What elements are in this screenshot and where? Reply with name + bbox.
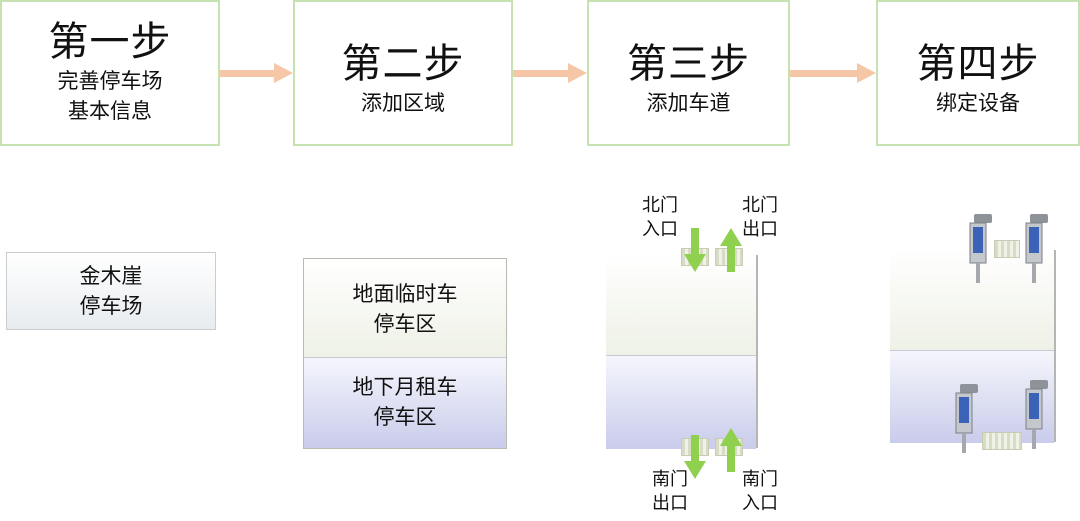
devices-top-area: [890, 250, 1054, 350]
south-entry-line-1: 南门: [742, 469, 778, 490]
areas-box: 地面临时车 停车区 地下月租车 停车区: [303, 258, 507, 449]
arrow-up-icon: [720, 428, 742, 472]
step-1-title: 第一步: [48, 19, 172, 65]
north-entry-label: 北门 入口: [642, 194, 678, 242]
south-entry-line-2: 入口: [742, 493, 778, 514]
lanes-box: [606, 255, 758, 449]
south-entry-label: 南门 入口: [742, 468, 778, 516]
step-1-desc-line-2: 基本信息: [68, 99, 152, 123]
arrow-down-icon: [684, 228, 706, 272]
camera-icon: [1025, 380, 1048, 449]
step-3-box: 第三步 添加车道: [587, 0, 790, 146]
step-2-box: 第二步 添加区域: [293, 0, 513, 146]
north-exit-line-1: 北门: [742, 195, 778, 216]
area-1-line-2: 停车区: [373, 312, 437, 336]
north-exit-label: 北门 出口: [742, 194, 778, 242]
area-underground-monthly: 地下月租车 停车区: [304, 357, 506, 448]
parking-lot-name-line-1: 金木崖: [79, 264, 143, 288]
camera-icon: [955, 384, 978, 453]
step-3-title: 第三步: [627, 41, 750, 87]
step-2-desc: 添加区域: [361, 91, 445, 115]
arrow-right-icon: [220, 63, 293, 83]
step-4-box: 第四步 绑定设备: [876, 0, 1080, 146]
north-exit-line-2: 出口: [742, 219, 778, 240]
barrier-gate-icon: [994, 240, 1020, 258]
step-4-desc: 绑定设备: [936, 91, 1020, 115]
camera-icon: [969, 214, 992, 283]
arrow-down-icon: [684, 435, 706, 479]
area-1-line-1: 地面临时车: [352, 282, 458, 306]
area-ground-temporary: 地面临时车 停车区: [304, 259, 506, 357]
arrow-up-icon: [720, 228, 742, 272]
arrow-right-icon: [790, 63, 876, 83]
step-1-desc-line-1: 完善停车场: [57, 69, 163, 93]
camera-icon: [1025, 214, 1048, 283]
north-entry-line-1: 北门: [642, 195, 678, 216]
step-1-box: 第一步 完善停车场 基本信息: [0, 0, 220, 146]
step-4-title: 第四步: [916, 41, 1040, 87]
parking-lot-box: 金木崖 停车场: [6, 252, 216, 330]
south-exit-line-2: 出口: [652, 493, 688, 514]
barrier-gate-icon: [982, 432, 1022, 450]
step-3-desc: 添加车道: [646, 91, 731, 115]
area-2-line-1: 地下月租车: [352, 375, 458, 399]
arrow-right-icon: [513, 63, 587, 83]
step-2-title: 第二步: [341, 41, 465, 87]
south-exit-label: 南门 出口: [652, 468, 688, 516]
south-exit-line-1: 南门: [652, 469, 688, 490]
north-entry-line-2: 入口: [642, 219, 678, 240]
area-2-line-2: 停车区: [373, 405, 437, 429]
parking-lot-name-line-2: 停车场: [79, 294, 143, 318]
